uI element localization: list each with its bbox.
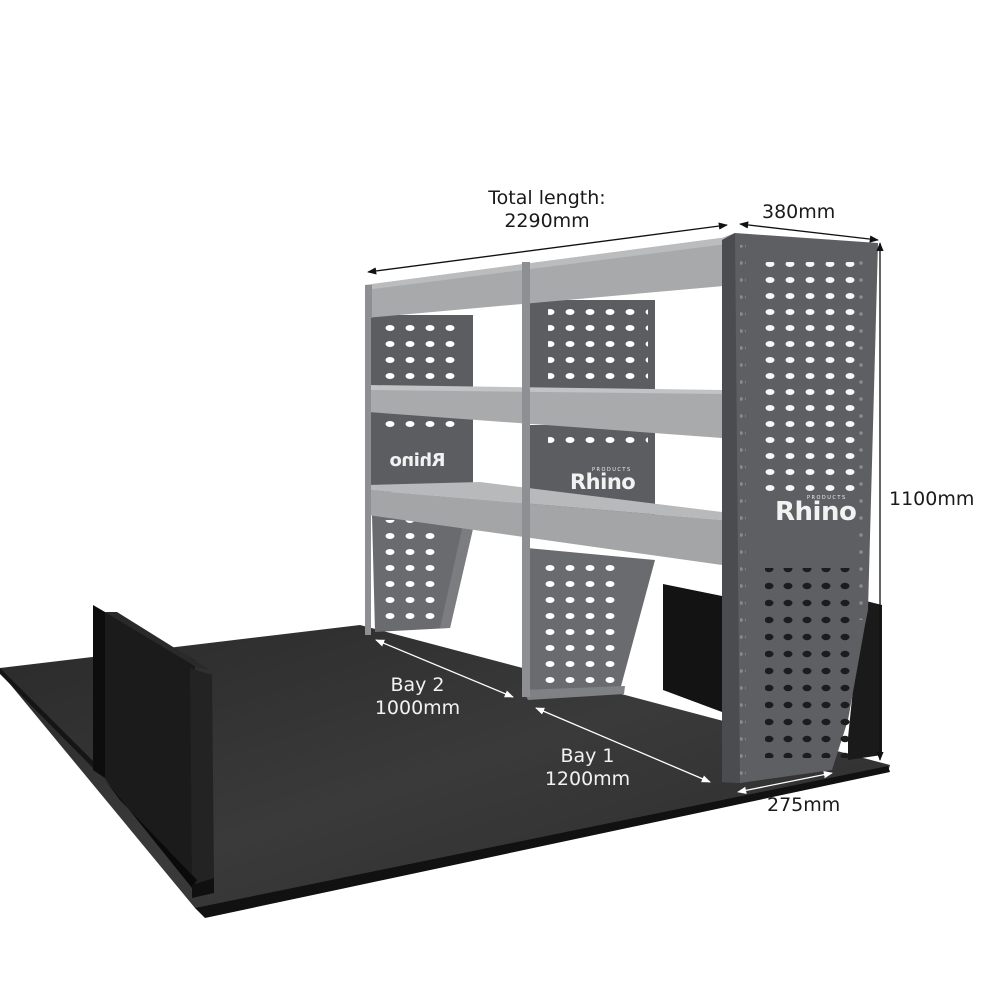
bay1-back-panel-upper bbox=[530, 300, 655, 392]
bay2-dim-line bbox=[375, 639, 514, 698]
bay2-label: Bay 2 1000mm bbox=[374, 674, 461, 719]
bay2-leg-panel bbox=[372, 515, 475, 632]
left-upright bbox=[365, 285, 371, 635]
depth-base-label: 275mm bbox=[767, 794, 841, 816]
depth-top-dim-line bbox=[739, 221, 879, 243]
middle-leg-panel bbox=[523, 548, 655, 700]
bay1-label: Bay 1 1200mm bbox=[544, 745, 631, 790]
rhino-logo-bay1: PRODUCTS Rhino bbox=[570, 467, 636, 494]
middle-shelf bbox=[368, 385, 722, 438]
bay2-back-panel-upper bbox=[368, 315, 473, 390]
total-length-dim-line bbox=[367, 222, 728, 275]
bay1-dim-line bbox=[535, 707, 711, 783]
floor-panel bbox=[0, 625, 890, 918]
bay2-back-panel-middle bbox=[368, 412, 473, 492]
depth-base-dim-line bbox=[737, 771, 833, 794]
middle-upright bbox=[522, 262, 530, 697]
rhino-logo-end-panel: PRODUCTS Rhino bbox=[775, 495, 857, 527]
under-shelf-back bbox=[663, 584, 722, 712]
bulkhead-partition bbox=[93, 605, 214, 898]
dimension-lines bbox=[367, 221, 884, 794]
depth-top-label: 380mm bbox=[762, 201, 836, 223]
height-label: 1100mm bbox=[889, 488, 975, 510]
total-length-label: Total length: 2290mm bbox=[488, 187, 606, 232]
right-end-panel bbox=[722, 233, 878, 783]
bottom-shelf bbox=[368, 482, 722, 565]
rhino-logo-bay2-mirrored: Rhino bbox=[390, 450, 446, 471]
